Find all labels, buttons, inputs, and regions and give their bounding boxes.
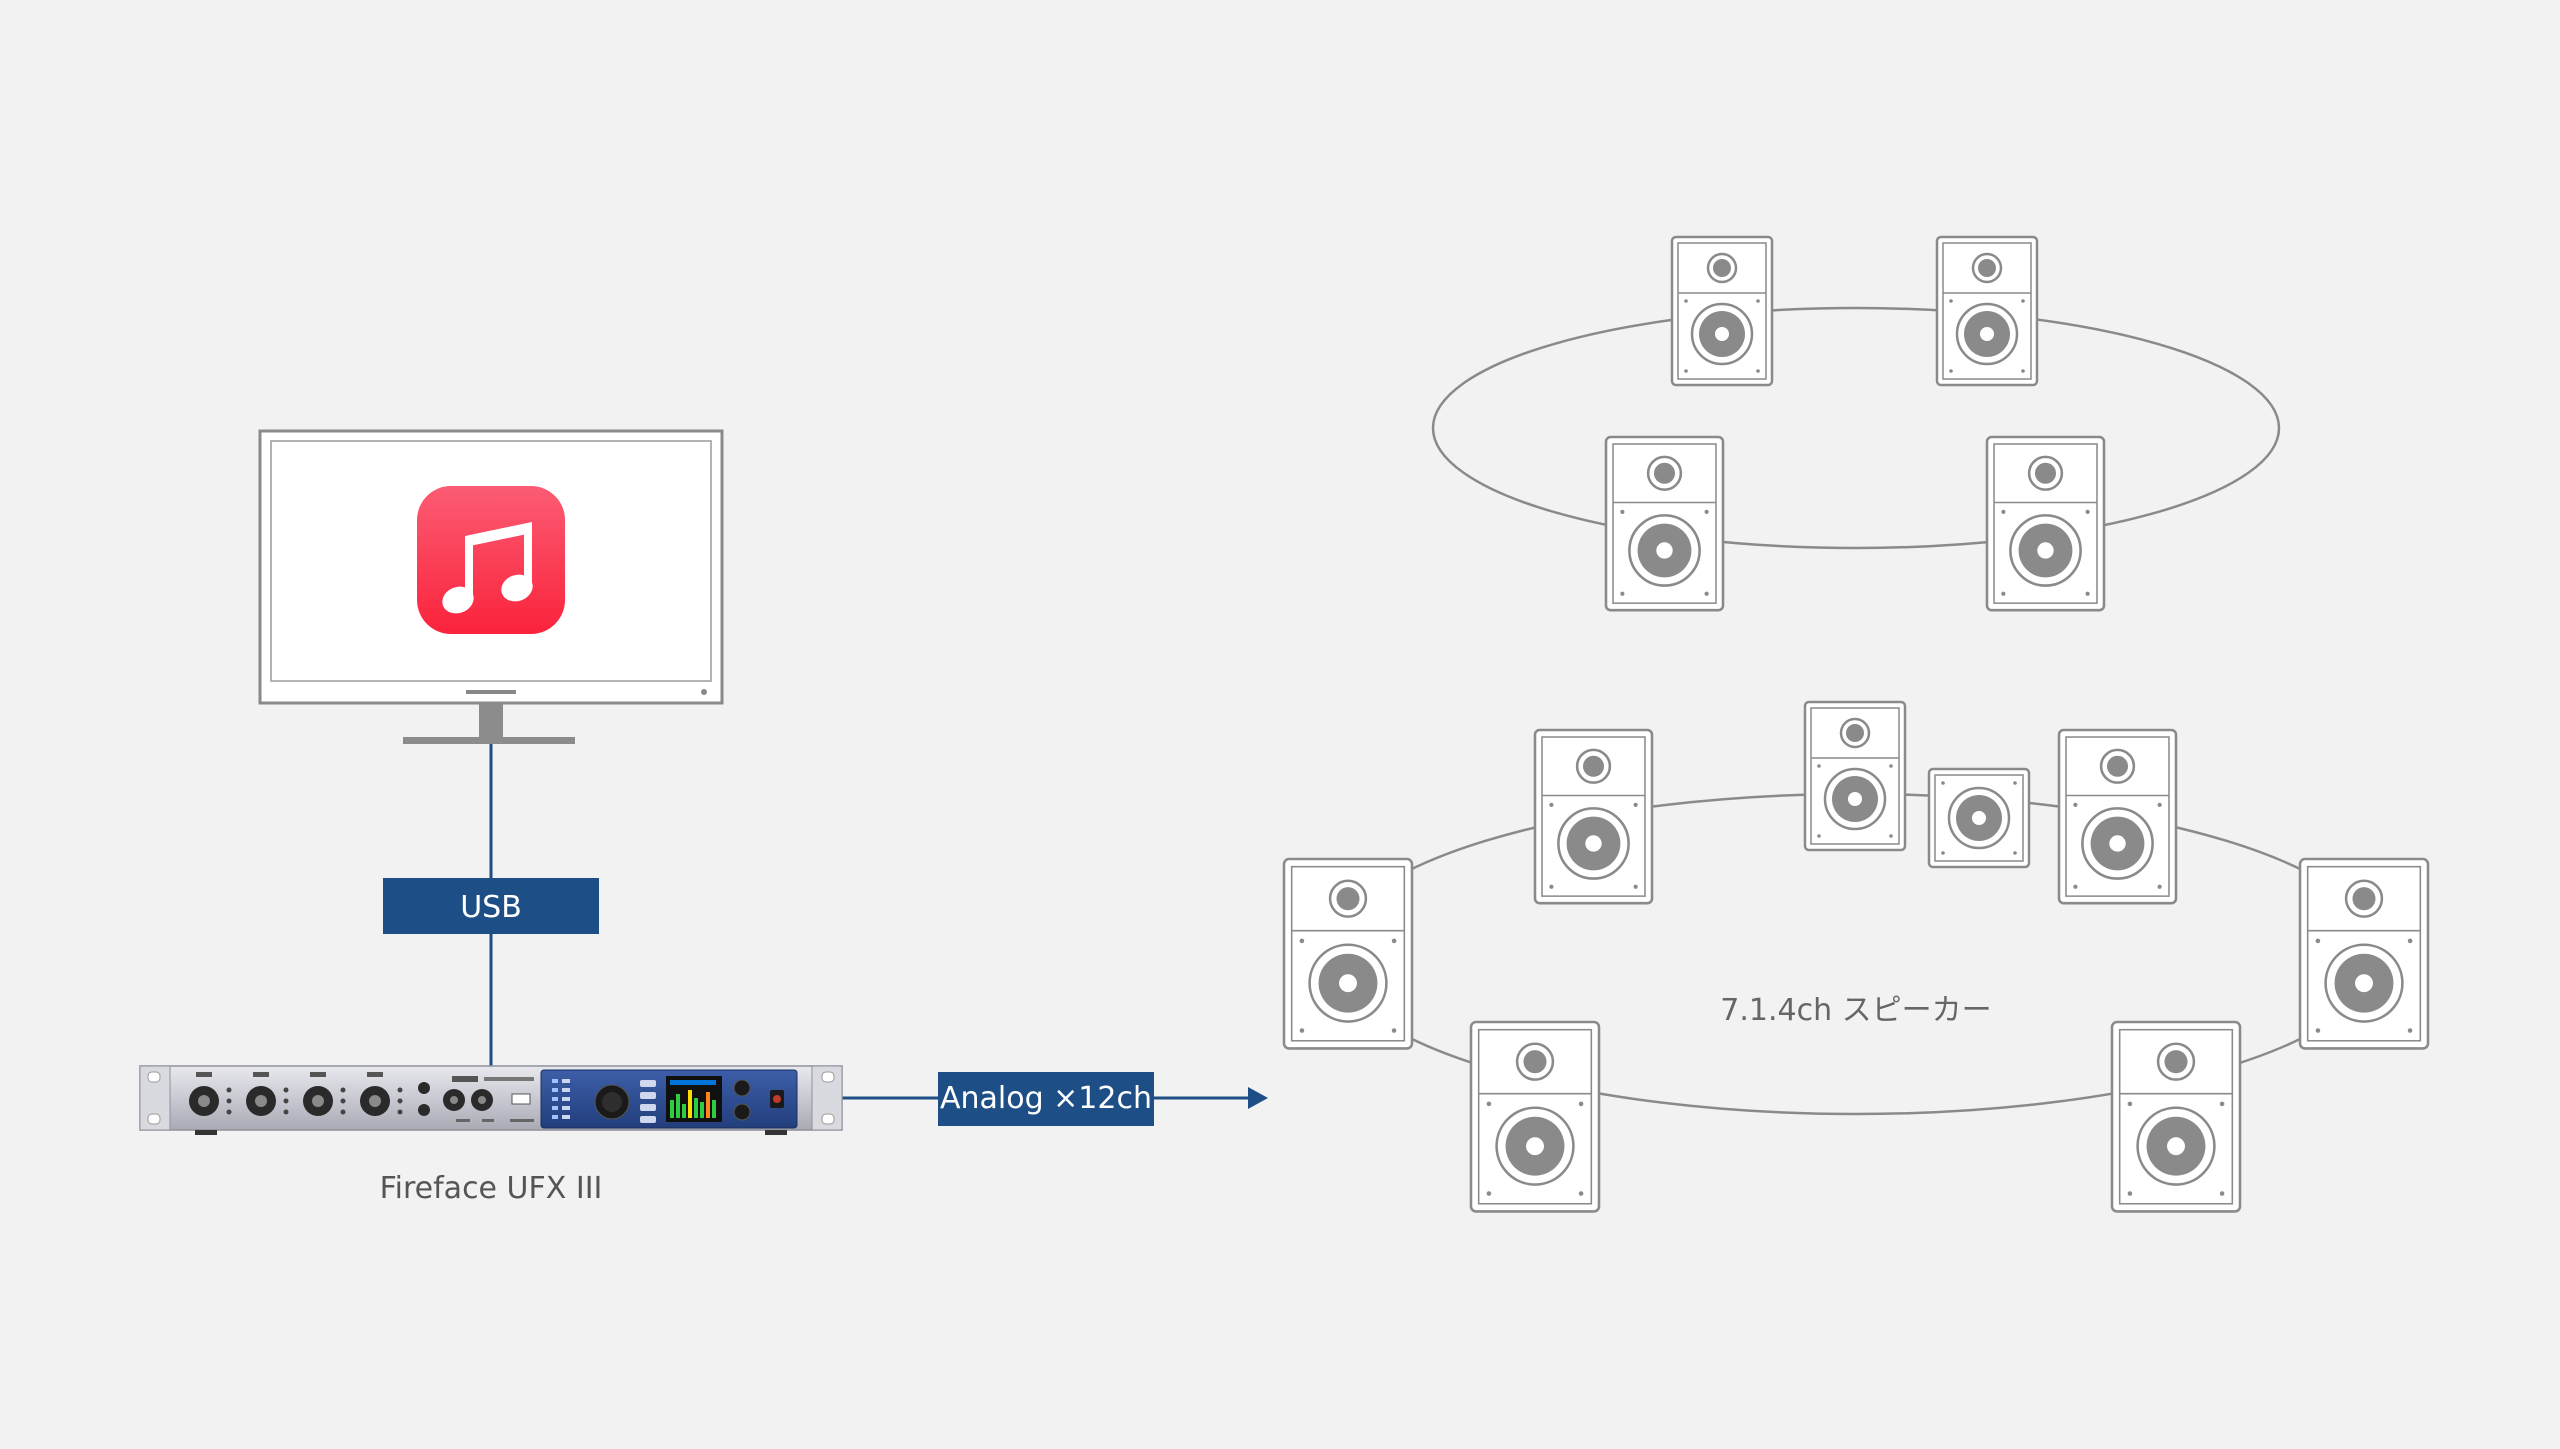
height-speakers [1604, 235, 2106, 612]
listener-speakers [1282, 700, 2430, 1213]
speaker-icon [1469, 1020, 1601, 1213]
speaker-layout-caption: 7.1.4ch スピーカー [1720, 993, 1991, 1028]
monitor-icon [258, 429, 724, 744]
audio-interface-icon [139, 1065, 843, 1135]
speaker-icon [2298, 857, 2430, 1050]
speaker-icon [1604, 435, 1725, 612]
speaker-icon [1935, 235, 2039, 387]
speaker-icon [1282, 857, 1414, 1050]
height-layer-ring [1431, 306, 2281, 550]
subwoofer-icon [1927, 767, 2031, 869]
analog-label: Analog ×12ch [940, 1081, 1152, 1116]
analog-label-box: Analog ×12ch [938, 1072, 1154, 1126]
interface-caption: Fireface UFX III [380, 1171, 603, 1206]
usb-label: USB [460, 890, 522, 925]
usb-label-box: USB [383, 878, 599, 934]
speaker-icon [1670, 235, 1774, 387]
speaker-icon [2057, 728, 2178, 905]
speaker-icon [2110, 1020, 2242, 1213]
speaker-icon [1533, 728, 1654, 905]
speaker-icon [1985, 435, 2106, 612]
apple-music-icon [417, 486, 565, 634]
speaker-icon [1803, 700, 1907, 852]
